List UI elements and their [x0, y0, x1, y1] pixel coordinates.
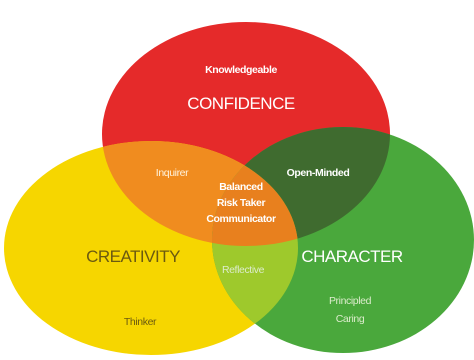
label-principled: Principled — [329, 295, 372, 307]
label-center-balanced: Balanced — [219, 181, 263, 193]
label-reflective: Reflective — [222, 264, 265, 276]
title-character: CHARACTER — [301, 247, 403, 266]
label-center-communicator: Communicator — [206, 213, 276, 225]
label-inquirer: Inquirer — [156, 167, 189, 179]
label-knowledgeable: Knowledgeable — [205, 64, 277, 76]
label-caring: Caring — [336, 313, 365, 325]
label-thinker: Thinker — [124, 316, 157, 328]
label-center-risk-taker: Risk Taker — [217, 197, 266, 209]
label-open-minded: Open-Minded — [287, 167, 350, 179]
title-creativity: CREATIVITY — [86, 247, 180, 266]
title-confidence: CONFIDENCE — [187, 94, 295, 113]
